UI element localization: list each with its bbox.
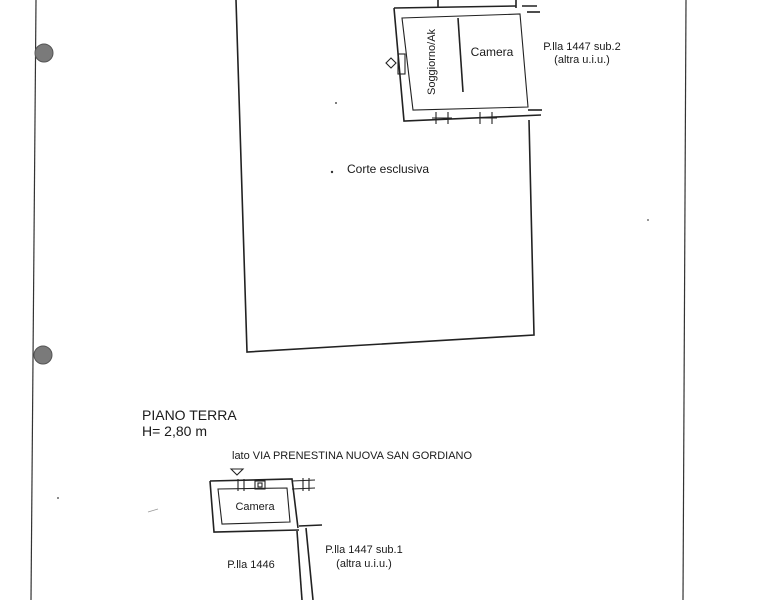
- top-building: [385, 0, 542, 124]
- street-side-label: lato VIA PRENESTINA NUOVA SAN GORDIANO: [232, 450, 472, 462]
- floor-title: PIANO TERRA: [142, 407, 237, 423]
- scan-dot: [330, 170, 334, 174]
- parcel-label-sub1: P.lla 1447 sub.1: [325, 544, 402, 556]
- scan-dot: [335, 102, 337, 104]
- room-label-camera-bottom: Camera: [235, 501, 275, 513]
- room-label-soggiorno: Soggiorno/Ak: [426, 28, 438, 95]
- parcel-label-1446: P.lla 1446: [227, 559, 275, 571]
- floor-height: H= 2,80 m: [142, 423, 207, 439]
- left-margin-line: [30, 0, 37, 600]
- scan-dot: [57, 497, 59, 499]
- bottom-building: [209, 468, 323, 600]
- scan-mark: [147, 508, 159, 513]
- right-margin-line: [682, 0, 687, 600]
- parcel-note-sub1: (altra u.i.u.): [336, 558, 392, 570]
- parcel-label-sub2: P.lla 1447 sub.2: [543, 41, 620, 53]
- scan-dot: [647, 219, 649, 221]
- binder-hole: [34, 43, 54, 63]
- room-label-camera-top: Camera: [471, 45, 514, 59]
- corte-esclusiva-outline: [235, 0, 535, 353]
- courtyard-label: Corte esclusiva: [347, 162, 429, 176]
- binder-hole: [33, 345, 53, 365]
- parcel-note-sub2: (altra u.i.u.): [554, 54, 610, 66]
